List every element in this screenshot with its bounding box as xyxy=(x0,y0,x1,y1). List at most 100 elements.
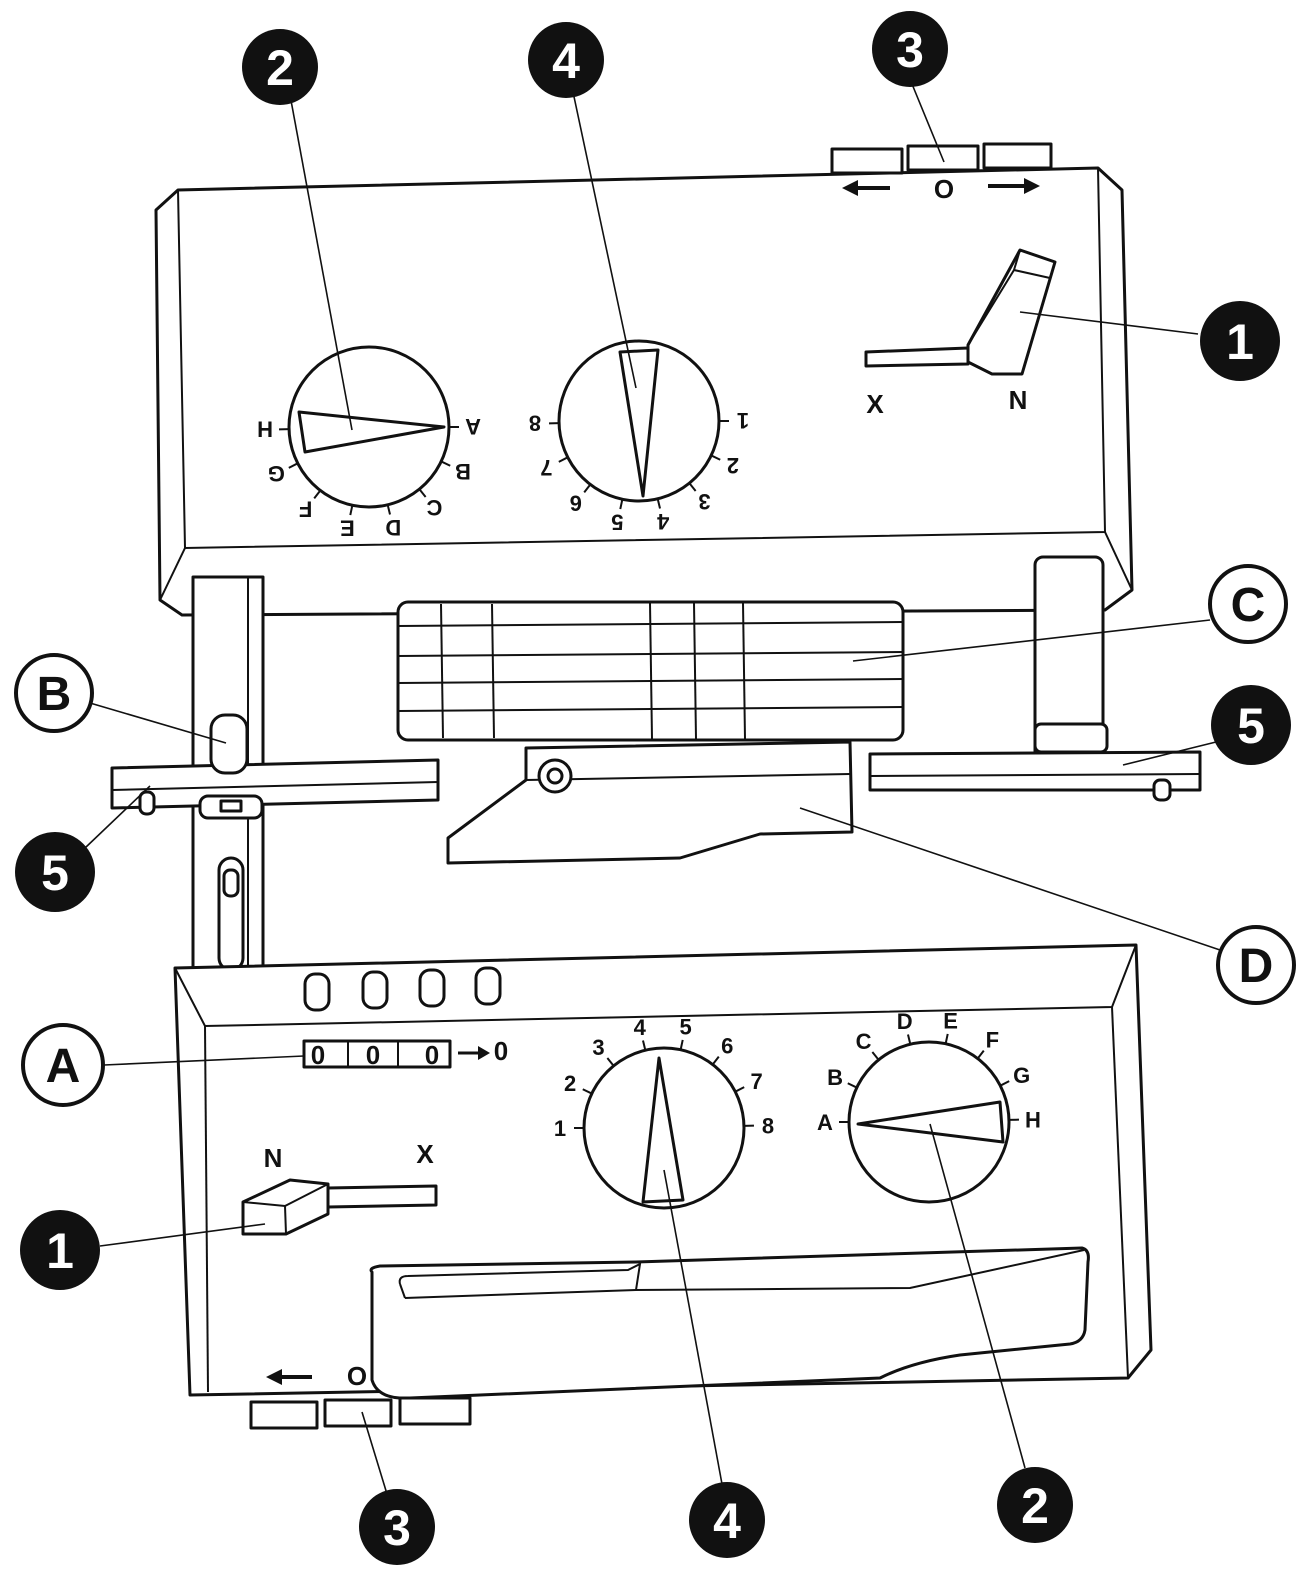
upper-letter-dial-tick-5 xyxy=(349,505,354,516)
callout-a-text: A xyxy=(46,1040,81,1093)
lower-switch-n-label: N xyxy=(264,1143,283,1173)
lower-number-dial-label-5: 5 xyxy=(679,1014,691,1039)
lower-letter-dial-tick-4 xyxy=(907,1034,912,1045)
callout-4-top-text: 4 xyxy=(552,33,580,89)
upper-number-dial-tick-7 xyxy=(558,456,569,463)
lower-number-dial-label-3: 3 xyxy=(592,1035,604,1060)
upper-letter-dial-label-5: E xyxy=(340,516,355,541)
upper-number-dial-label-8: 8 xyxy=(529,411,541,436)
lower-direction-buttons[interactable] xyxy=(249,1396,472,1430)
callout-c-text: C xyxy=(1231,579,1266,632)
lower-letter-dial-label-1: A xyxy=(817,1110,833,1135)
callout-c: C xyxy=(1208,564,1288,644)
upper-switch-x-label: X xyxy=(866,389,884,419)
lower-letter-dial-tick-7 xyxy=(999,1080,1010,1087)
callout-5-right: 5 xyxy=(1211,685,1291,765)
counter-digit-2: 0 xyxy=(366,1040,380,1070)
lower-direction-o-label: O xyxy=(347,1361,367,1391)
callout-4-top: 4 xyxy=(528,22,604,98)
callout-4-bottom-text: 4 xyxy=(713,1493,741,1549)
leader-lines xyxy=(84,83,1221,1495)
lower-number-dial-label-6: 6 xyxy=(721,1033,733,1058)
lower-number-dial-tick-3 xyxy=(606,1057,615,1067)
upper-switch-n-label: N xyxy=(1009,385,1028,415)
callout-5-left: 5 xyxy=(15,832,95,912)
lower-number-dial[interactable] xyxy=(582,1046,746,1210)
upper-number-dial-label-5: 5 xyxy=(611,510,623,535)
upper-number-dial-label-3: 3 xyxy=(698,489,710,514)
upper-letter-dial-label-7: G xyxy=(268,461,285,486)
lower-letter-dial-label-5: E xyxy=(943,1008,958,1033)
counter-digit-3: 0 xyxy=(425,1040,439,1070)
callout-1-bottom: 1 xyxy=(20,1210,100,1290)
upper-number-dial-label-4: 4 xyxy=(656,509,669,534)
upper-letter-dial-label-3: C xyxy=(426,495,442,520)
lower-switch-x-label: X xyxy=(416,1139,434,1169)
callout-b: B xyxy=(14,653,94,733)
upper-letter-dial-tick-7 xyxy=(288,462,299,469)
upper-number-dial-tick-6 xyxy=(583,483,592,494)
upper-letter-dial[interactable] xyxy=(287,345,451,509)
upper-direction-o-label: O xyxy=(934,174,954,204)
lower-number-dial-tick-2 xyxy=(582,1088,593,1095)
callout-1-bottom-text: 1 xyxy=(46,1223,74,1279)
callout-2-bottom: 2 xyxy=(997,1467,1073,1543)
lower-letter-dial-label-6: F xyxy=(986,1027,999,1052)
upper-direction-buttons[interactable] xyxy=(830,142,1053,175)
row-counter: 0 0 0 0 xyxy=(302,1036,508,1070)
upper-letter-dial-label-4: D xyxy=(385,515,401,540)
upper-letter-dial-tick-4 xyxy=(386,504,391,515)
lower-number-dial-tick-6 xyxy=(711,1055,720,1066)
upper-number-dial-tick-5 xyxy=(619,499,624,510)
counter-reset-label: 0 xyxy=(494,1036,508,1066)
upper-letter-dial-label-1: A xyxy=(465,414,481,439)
upper-letter-dial-label-8: H xyxy=(257,417,273,442)
callout-4-bottom: 4 xyxy=(689,1482,765,1558)
counter-digit-1: 0 xyxy=(311,1040,325,1070)
left-rail xyxy=(110,758,440,816)
callout-a: A xyxy=(21,1023,105,1107)
lower-number-dial-label-7: 7 xyxy=(751,1069,763,1094)
lower-number-dial-label-2: 2 xyxy=(564,1071,576,1096)
upper-number-dial-label-6: 6 xyxy=(570,491,582,516)
callout-5-left-text: 5 xyxy=(41,845,69,901)
upper-number-dial-tick-4 xyxy=(656,498,661,509)
sinker-plate[interactable] xyxy=(446,740,854,865)
callout-1-top-text: 1 xyxy=(1226,314,1254,370)
lower-letter-dial-tick-2 xyxy=(847,1082,858,1089)
lower-letter-dial[interactable] xyxy=(847,1040,1011,1204)
upper-letter-dial-tick-3 xyxy=(418,488,427,498)
upper-number-dial[interactable] xyxy=(557,339,721,503)
upper-nx-lever[interactable] xyxy=(864,248,1057,376)
lower-letter-dial-tick-3 xyxy=(871,1051,880,1061)
lower-number-dial-label-8: 8 xyxy=(762,1113,774,1138)
lower-top-knobs[interactable] xyxy=(303,966,502,1012)
upper-direction-arrows: O xyxy=(842,174,1040,204)
upper-number-dial-tick-2 xyxy=(710,454,721,461)
lower-number-dial-tick-5 xyxy=(679,1039,684,1050)
lower-letter-dial-tick-6 xyxy=(976,1049,985,1060)
callout-2-top-text: 2 xyxy=(266,40,294,96)
lower-letter-dial-label-8: H xyxy=(1025,1107,1041,1132)
lower-letter-dial-label-2: B xyxy=(827,1065,843,1090)
upper-number-dial-label-2: 2 xyxy=(727,453,739,478)
callout-b-text: B xyxy=(37,668,72,721)
right-rail xyxy=(868,750,1202,802)
lower-letter-dial-label-7: G xyxy=(1013,1063,1030,1088)
lower-direction-arrow: O xyxy=(266,1361,367,1391)
clip-b[interactable] xyxy=(198,713,264,820)
lower-number-dial-tick-7 xyxy=(734,1086,745,1093)
lower-nx-lever[interactable] xyxy=(241,1178,438,1236)
lower-number-dial-label-1: 1 xyxy=(554,1116,566,1141)
upper-letter-dial-tick-6 xyxy=(313,489,322,500)
lower-letter-dial-label-4: D xyxy=(897,1009,913,1034)
callout-3-top: 3 xyxy=(872,11,948,87)
lower-letter-dial-tick-5 xyxy=(944,1033,949,1044)
